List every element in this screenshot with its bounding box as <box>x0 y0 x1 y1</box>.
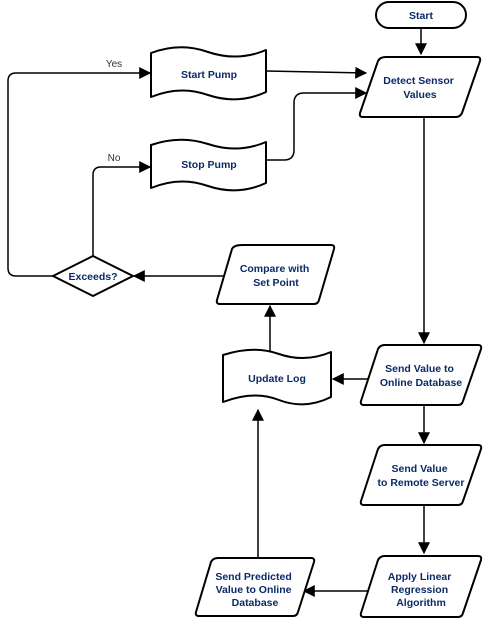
node-regression-label: Apply Linear Regression Algorithm <box>388 571 455 609</box>
edge-exceeds-to-stoppump-no <box>92 161 152 256</box>
parallelogram-shape <box>359 444 483 506</box>
parallelogram-shape <box>194 557 316 617</box>
node-exceeds-label: Exceeds? <box>68 271 117 283</box>
connectors <box>7 29 430 597</box>
document-shape <box>222 348 332 406</box>
edge-startpump-to-detect <box>265 66 368 79</box>
node-send-online-database: Send Value to Online Database <box>359 344 483 406</box>
node-start-label: Start <box>409 10 433 22</box>
node-send-remote-label: Send Value to Remote Server <box>378 463 465 489</box>
node-send-remote-server: Send Value to Remote Server <box>359 444 483 506</box>
edge-label-yes: Yes <box>106 59 122 70</box>
parallelogram-shape <box>358 56 482 118</box>
node-start-pump: Start Pump <box>150 46 267 101</box>
parallelogram-shape <box>359 555 483 618</box>
terminator-shape <box>375 1 467 29</box>
node-linear-regression: Apply Linear Regression Algorithm <box>359 555 483 618</box>
node-stop-pump-label: Stop Pump <box>181 159 236 171</box>
node-exceeds-decision: Exceeds? <box>52 255 134 297</box>
node-compare-set-point: Compare with Set Point <box>215 244 336 305</box>
edge-exceeds-to-startpump-yes <box>7 67 152 277</box>
node-update-log: Update Log <box>222 348 332 406</box>
node-update-log-label: Update Log <box>248 373 306 385</box>
document-shape <box>150 46 267 101</box>
parallelogram-shape <box>215 244 336 305</box>
node-start-pump-label: Start Pump <box>181 69 237 81</box>
node-stop-pump: Stop Pump <box>150 138 267 192</box>
node-send-predicted-label: Send Predicted Value to Online Database <box>215 571 294 609</box>
node-compare-label: Compare with Set Point <box>240 263 312 289</box>
edge-stoppump-to-detect <box>266 87 368 161</box>
node-send-online-label: Send Value to Online Database <box>380 363 462 389</box>
node-start: Start <box>375 1 467 29</box>
node-detect-sensor-values: Detect Sensor Values <box>358 56 482 118</box>
node-detect-label: Detect Sensor Values <box>383 75 457 101</box>
decision-shape <box>52 255 134 297</box>
parallelogram-shape <box>359 344 483 406</box>
edge-label-no: No <box>108 153 121 164</box>
node-send-predicted-value: Send Predicted Value to Online Database <box>194 557 316 617</box>
document-shape <box>150 138 267 192</box>
